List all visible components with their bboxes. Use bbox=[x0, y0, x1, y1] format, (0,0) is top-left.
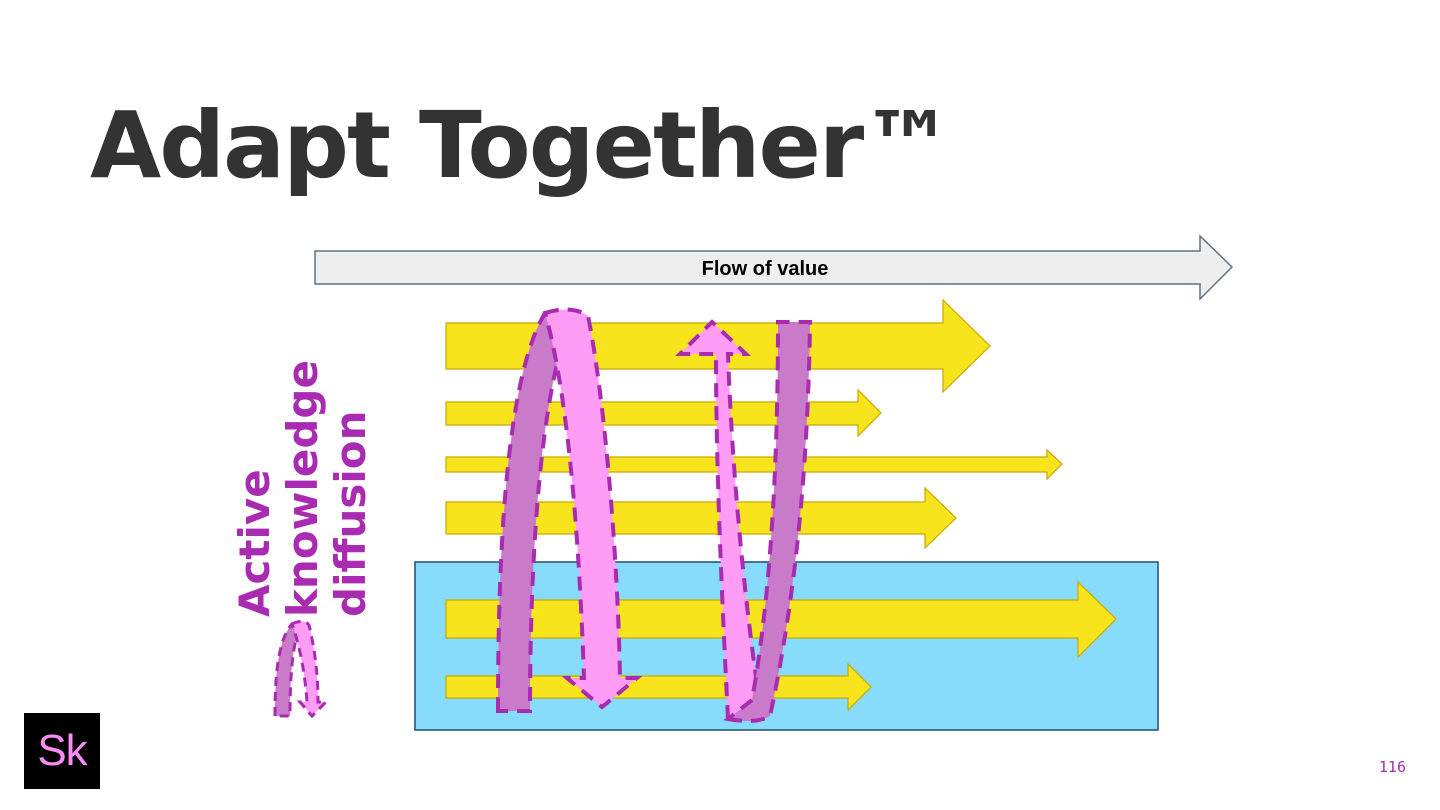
page-number: 116 bbox=[1378, 758, 1406, 776]
diffusion-loop-down-1 bbox=[542, 307, 643, 710]
diffusion-label-line-1: Active bbox=[230, 469, 279, 617]
diffusion-legend-down bbox=[290, 620, 330, 719]
diffusion-label-line-3: diffusion bbox=[326, 410, 375, 617]
flow-of-value-arrow bbox=[314, 234, 1234, 301]
flow-of-value-label: Flow of value bbox=[702, 258, 829, 280]
diffusion-loop-up-2 bbox=[675, 319, 765, 721]
page-title: Adapt Together™ bbox=[90, 92, 954, 199]
diffusion-loop-up-1 bbox=[495, 310, 575, 713]
diffusion-legend-up bbox=[273, 622, 303, 718]
diffusion-label: Active knowledge diffusion bbox=[218, 317, 388, 617]
logo-text: Sk bbox=[37, 726, 87, 775]
sk-logo: Sk bbox=[24, 713, 100, 789]
diffusion-loop-down-2 bbox=[723, 320, 813, 723]
diffusion-label-line-2: knowledge bbox=[278, 360, 327, 617]
